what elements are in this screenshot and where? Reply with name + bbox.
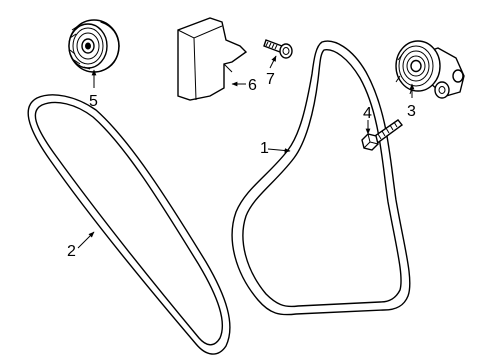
callout-4: 4	[363, 105, 372, 122]
idler-pulley	[68, 19, 120, 73]
leader-1	[267, 148, 291, 153]
tensioner-bolt	[361, 119, 404, 151]
leader-7	[269, 55, 277, 69]
callout-5: 5	[89, 93, 98, 110]
callout-7: 7	[266, 71, 275, 88]
accessory-drive-belt	[27, 94, 231, 355]
serpentine-belt	[231, 40, 411, 316]
belt-cover	[177, 17, 248, 101]
callout-1: 1	[260, 140, 269, 157]
belt-tensioner	[395, 40, 465, 99]
callout-3: 3	[407, 103, 416, 120]
cover-bolt	[263, 39, 293, 59]
leader-2	[77, 231, 95, 249]
callout-6: 6	[248, 77, 257, 94]
callout-2: 2	[67, 243, 76, 260]
